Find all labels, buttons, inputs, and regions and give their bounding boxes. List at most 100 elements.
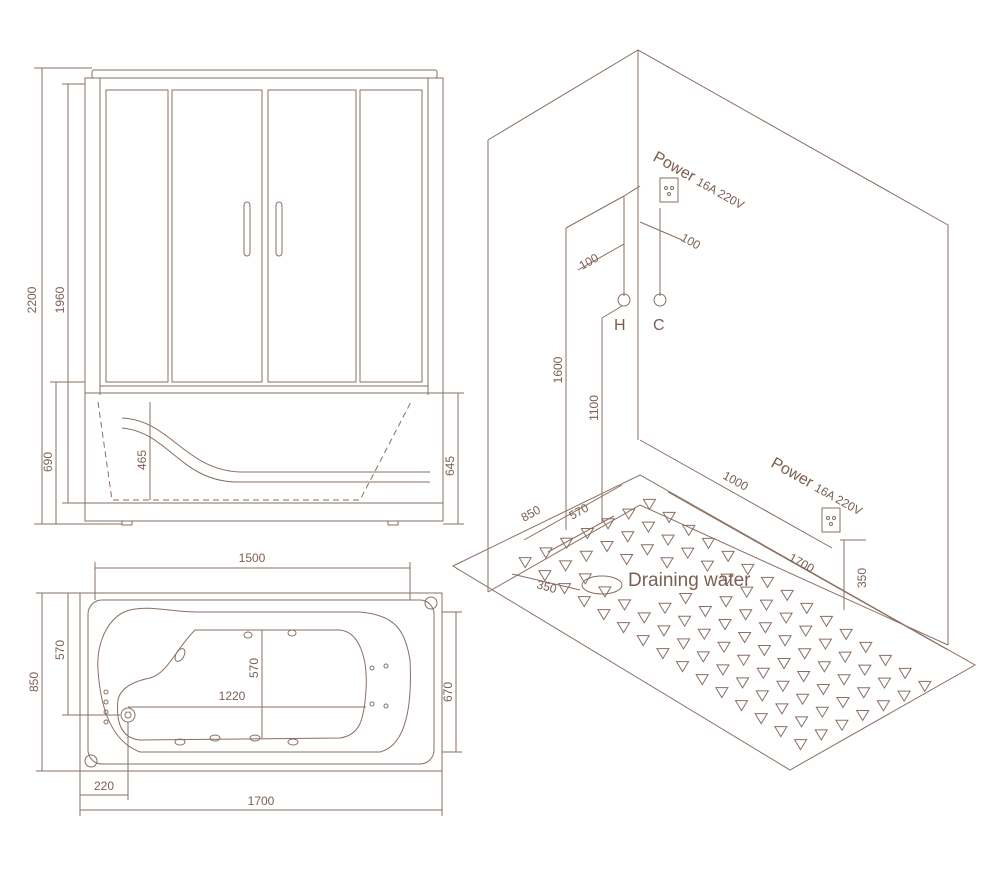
dim-line-850-floor (523, 484, 623, 541)
floor-triangle (619, 554, 634, 566)
floor-triangle (898, 667, 913, 680)
dim-basin-width: 570 (247, 658, 261, 678)
floor-triangle (642, 498, 657, 511)
floor-triangle (719, 596, 733, 608)
floor-triangle (601, 518, 615, 530)
floor-triangle (557, 583, 572, 595)
dim-left-100: 100 (577, 251, 602, 273)
floor-triangle (739, 586, 754, 599)
floor-triangle (577, 596, 592, 608)
floor-triangle (680, 547, 695, 560)
power-bottom-label-group: Power 16A 220V (768, 455, 865, 518)
floor-triangle (617, 599, 632, 611)
floor-triangle (759, 599, 774, 612)
floor-triangle (757, 645, 772, 657)
dim-1000: 1000 (721, 468, 751, 493)
floor-triangle (678, 593, 693, 605)
dim-basin-length: 1220 (219, 689, 246, 703)
floor-triangle (740, 563, 755, 576)
floor-wall-left (487, 504, 641, 593)
dim-350-right: 350 (855, 568, 869, 588)
floor-triangle (662, 511, 677, 524)
floor-triangle (755, 690, 770, 702)
floor-triangle (835, 719, 849, 732)
power-socket-bottom (821, 507, 841, 533)
floor-tile-pattern (518, 498, 932, 751)
floor-triangle (839, 628, 854, 641)
floor-triangle (579, 550, 594, 563)
tub-outline (79, 592, 443, 772)
power-bottom-label: Power (768, 455, 816, 492)
floor-triangle (794, 716, 809, 728)
dim-line-1700-floor (667, 491, 949, 651)
floor-triangle (600, 541, 614, 553)
floor-triangle (819, 615, 834, 628)
floor-triangle (681, 524, 696, 537)
floor-triangle (696, 651, 711, 663)
cabin-top-cap (91, 69, 438, 79)
floor-triangle (758, 622, 773, 634)
glass-panel-2 (171, 89, 263, 383)
tub-corner-hole (84, 754, 98, 768)
door-handle-right (275, 201, 283, 257)
floor-triangle (876, 700, 891, 712)
power-top-label-group: Power 16A 220V (650, 149, 747, 212)
floor-triangle (816, 684, 831, 696)
dim-drain-offset: 220 (94, 779, 114, 793)
dim-total-length: 1700 (248, 794, 275, 808)
socket-pin (832, 516, 836, 520)
pipe-top (623, 185, 641, 197)
floor-triangle (799, 602, 814, 615)
floor-triangle (716, 664, 730, 676)
dim-1600: 1600 (551, 356, 565, 383)
dim-tub-inner-depth: 465 (135, 450, 149, 470)
floor-triangle (756, 667, 771, 680)
floor-triangle (814, 729, 829, 741)
floor-wall-right (639, 504, 949, 646)
socket-pin (664, 186, 668, 190)
floor-triangle (578, 573, 593, 585)
dim-350-drain: 350 (535, 577, 558, 596)
dim-tub-height: 690 (41, 452, 55, 472)
tub-rim-top (87, 599, 435, 765)
floor-triangle (580, 528, 595, 540)
floor-triangle (676, 638, 691, 650)
floor-triangle (657, 625, 671, 637)
socket-pin (667, 192, 671, 196)
door-handle-left (243, 201, 251, 257)
floor-plane (451, 474, 977, 771)
dim-line-100-right (639, 221, 683, 241)
glass-panel-4 (359, 89, 423, 383)
power-bottom-rating: 16A 220V (812, 481, 864, 518)
hot-label: H (614, 317, 626, 334)
floor-triangle (878, 654, 893, 667)
floor-triangle (815, 706, 830, 719)
floor-triangle (738, 609, 753, 621)
floor-triangle (539, 547, 553, 559)
drain-center (124, 711, 132, 719)
dim-inner-length: 1500 (239, 551, 266, 565)
floor-triangle (793, 739, 808, 751)
tub-foot-right (387, 520, 399, 526)
power-top-label: Power (650, 149, 698, 186)
floor-triangle (855, 710, 870, 722)
installation-view: 1700 850 570 1600 1100 H C 100 100 Power… (451, 49, 977, 771)
floor-triangle (701, 537, 716, 550)
tub-basin-outer (97, 607, 411, 753)
jets (103, 629, 389, 746)
floor-triangle (537, 570, 552, 582)
dim-line-570-floor (547, 515, 615, 553)
dim-line-1000 (639, 439, 833, 549)
floor-triangle (717, 641, 731, 654)
floor-triangle (877, 677, 892, 690)
floor-triangle (917, 680, 932, 693)
floor-triangle (773, 726, 788, 738)
floor-triangle (661, 534, 675, 547)
floor-triangle (698, 606, 713, 618)
floor-triangle (620, 531, 635, 543)
floor-triangle (780, 589, 795, 602)
hot-water-outlet (617, 293, 631, 307)
drain-outlet (581, 575, 623, 595)
